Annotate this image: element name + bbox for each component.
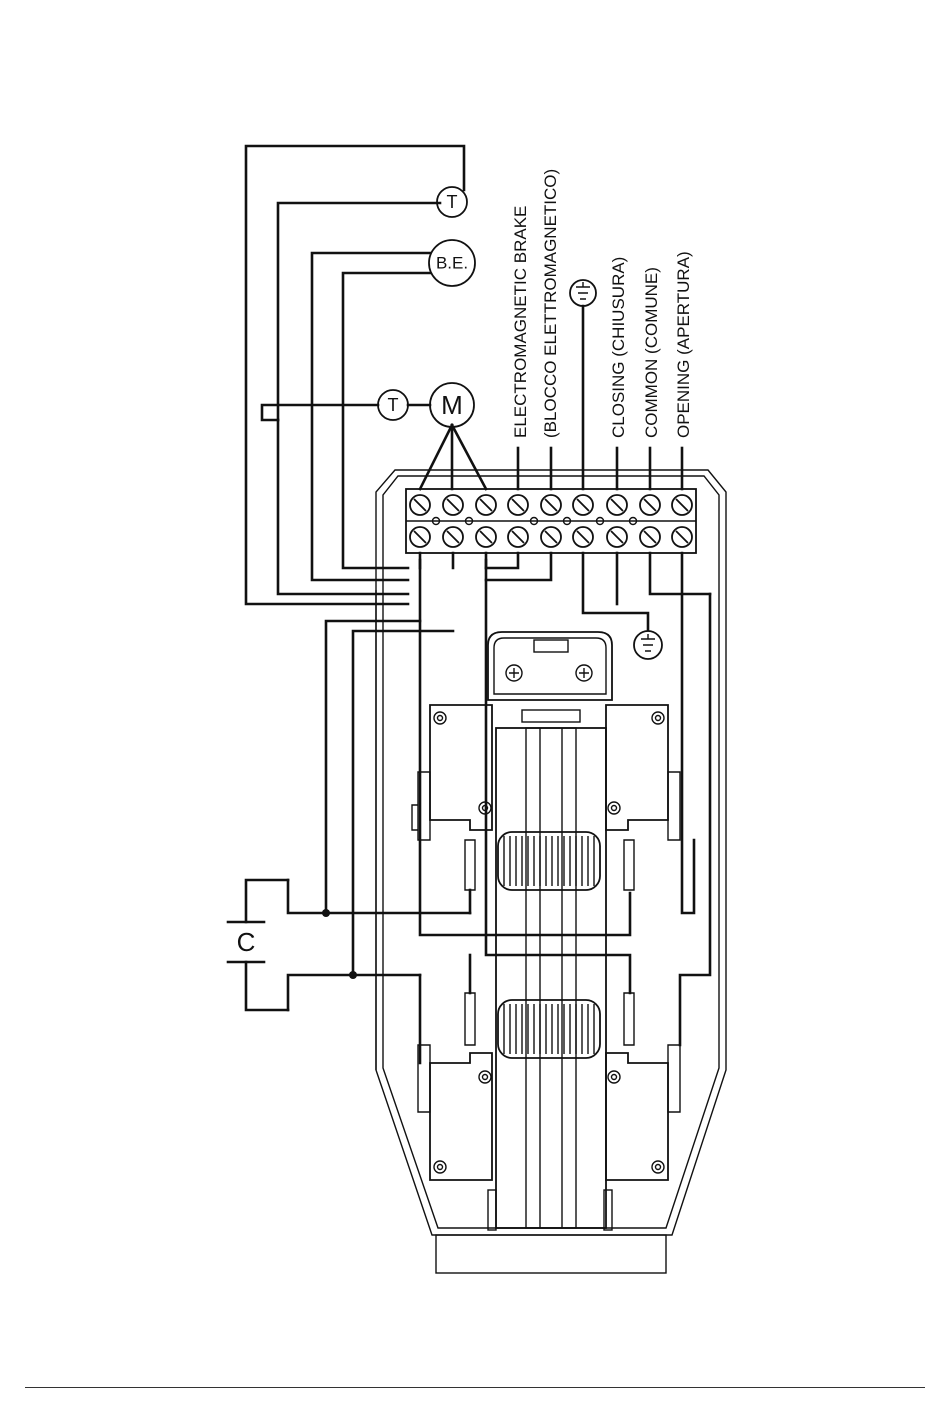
svg-text:T: T xyxy=(447,192,458,212)
gear-icon xyxy=(498,1000,600,1058)
motor-thermal-symbol: T xyxy=(378,390,408,420)
screw-slot xyxy=(577,499,589,511)
screw-slot xyxy=(676,499,688,511)
screw-slot xyxy=(676,531,688,543)
screw-slot xyxy=(512,499,524,511)
svg-text:M: M xyxy=(441,390,463,420)
screw-slot xyxy=(644,499,656,511)
limit-switch-icon xyxy=(418,993,492,1180)
label-brake-it: (BLOCCO ELETTROMAGNETICO) xyxy=(541,169,560,438)
label-opening: OPENING (APERTURA) xyxy=(674,251,693,438)
capacitor-symbol: C xyxy=(228,922,264,962)
svg-text:T: T xyxy=(388,395,399,415)
limit-switch-icon xyxy=(606,993,680,1180)
screw-slot xyxy=(414,531,426,543)
terminal-labels: ELECTROMAGNETIC BRAKE (BLOCCO ELETTROMAG… xyxy=(511,169,693,438)
screw-slot xyxy=(512,531,524,543)
actuator-housing xyxy=(376,470,726,1273)
svg-text:C: C xyxy=(237,927,256,957)
limit-switches xyxy=(412,705,680,1230)
label-brake-en: ELECTROMAGNETIC BRAKE xyxy=(511,206,530,438)
brake-thermal-symbol: T xyxy=(437,187,467,217)
limit-switch-icon xyxy=(412,705,492,890)
label-closing: CLOSING (CHIUSURA) xyxy=(609,257,628,438)
wiring xyxy=(246,146,710,1063)
carriage-assembly xyxy=(488,632,612,1228)
screw-slot xyxy=(480,531,492,543)
screw-slot xyxy=(611,531,623,543)
terminal-block xyxy=(406,489,696,553)
screw-slot xyxy=(611,499,623,511)
svg-text:B.E.: B.E. xyxy=(436,254,468,273)
screw-slot xyxy=(577,531,589,543)
screw-slot xyxy=(644,531,656,543)
label-common: COMMON (COMUNE) xyxy=(642,267,661,438)
screw-slot xyxy=(545,531,557,543)
limit-switch-icon xyxy=(606,705,680,890)
screw-slot xyxy=(447,499,459,511)
gear-icon xyxy=(498,832,600,890)
brake-symbol: B.E. xyxy=(429,240,475,286)
earth-ground-icon xyxy=(570,280,596,306)
footer-rule xyxy=(25,1387,925,1388)
earth-ground-icon xyxy=(634,631,662,659)
screw-slot xyxy=(447,531,459,543)
screw-slot xyxy=(545,499,557,511)
screw-slot xyxy=(414,499,426,511)
motor-symbol: M xyxy=(430,383,474,427)
screw-slot xyxy=(480,499,492,511)
